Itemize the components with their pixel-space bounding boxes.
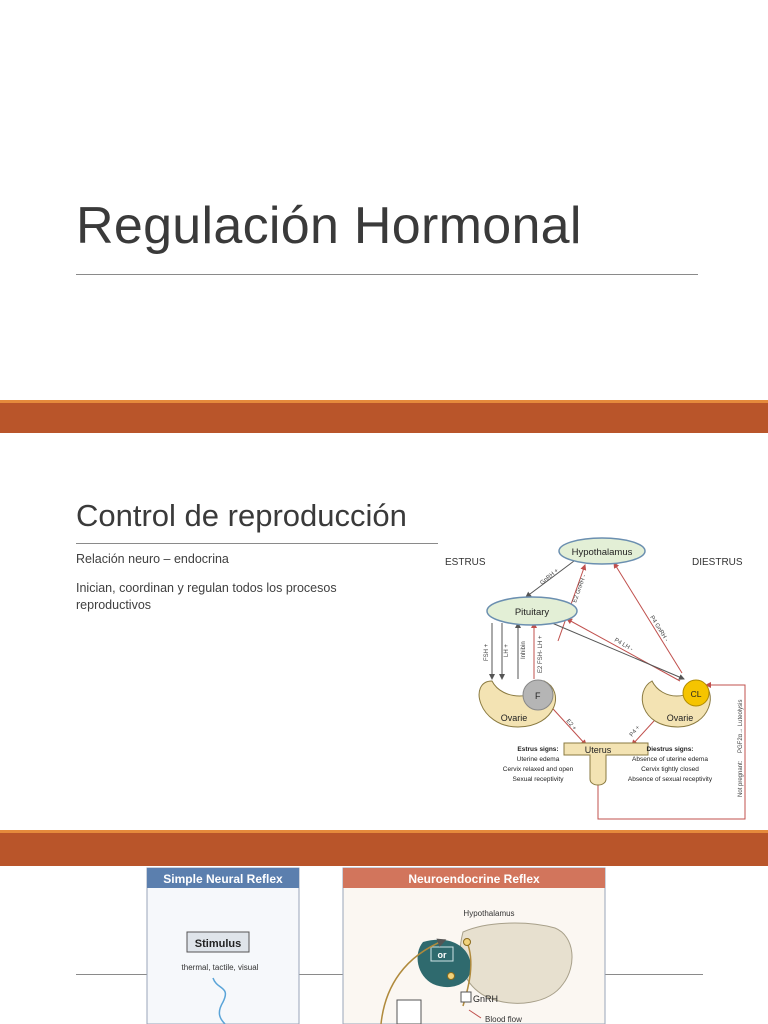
diestrus-sign-3: Absence of sexual receptivity [628,776,713,783]
pgf2a-label: PGF2α→ Luteolysis [738,700,744,754]
follicle-label: F [535,691,541,701]
slide-control-reproduccion: Control de reproducción Relación neuro –… [0,433,768,830]
neuron-2 [447,972,455,980]
bullet-2: Inician, coordinan y regulan todos los p… [76,581,337,612]
gnrh-arrow [525,560,575,598]
p4-gnrh-arrow [613,562,683,674]
slide2-heading-underline [76,543,438,544]
estrus-sign-3: Sexual receptivity [513,776,565,783]
e2-gnrh-label: E2 GnRH - [572,574,588,604]
corpus-luteum-node [682,679,710,707]
pgf2a-loop [597,682,746,820]
diestrus-signs-heading: Diestrus signs: [647,746,694,753]
reflex-diagram: Simple Neural Reflex Stimulus thermal, t… [146,867,606,1024]
or-label: or [438,950,447,960]
estrus-sign-1: Uterine edema [517,756,560,763]
p4-gnrh-label: P4 GnRH - [648,615,669,643]
gnrh-box [460,991,472,1003]
p4-lh-arrow [566,618,681,682]
e2-feedback-arrow [557,564,587,642]
hypothalamus-node [558,537,646,565]
uterus-shape [563,742,649,786]
reproduction-control-diagram: ESTRUS DIESTRUS Hypothalamus Pituitary F… [445,537,746,820]
gnrh-plus-label: GnRH + [539,568,560,587]
neuroendocrine-header [343,868,605,888]
not-pregnant-label: Not pregnant: [738,760,744,797]
slide-separator-2 [0,830,768,866]
blood-flow-arrow [468,1009,482,1019]
simple-reflex-title: Simple Neural Reflex [163,872,283,886]
or-box [430,946,454,962]
lh-cl-arrow [551,622,685,680]
neuron-1 [463,938,471,946]
diestrus-label: DIESTRUS [692,557,743,568]
neuroendocrine-title: Neuroendocrine Reflex [408,872,540,886]
neural-pathway [380,938,447,1024]
follicle-node [522,679,554,711]
right-ovarie-label: Ovarie [667,713,694,723]
diestrus-sign-2: Cervix tightly closed [641,766,699,773]
uterus-label: Uterus [585,745,612,755]
lh-label: LH + [504,644,510,657]
nerve-curve [212,977,227,1024]
bullet-1: Relación neuro – endocrina [76,552,229,566]
cl-label: CL [691,689,702,699]
fsh-label: FSH + [484,643,490,661]
stimulus-box [186,931,250,953]
diestrus-sign-1: Absence of uterine edema [632,756,708,763]
slide-reflex: Simple Neural Reflex Stimulus thermal, t… [0,866,768,1024]
slide-title: Regulación Hormonal [0,0,768,400]
slide2-heading: Control de reproducción [76,498,407,533]
hypothalamus-label: Hypothalamus [572,547,633,558]
estrus-label: ESTRUS [445,557,486,568]
neuro-hypothalamus-label: Hypothalamus [463,909,514,918]
blood-flow-label: Blood flow [485,1015,522,1024]
stimulus-label: Stimulus [195,938,241,950]
e2-fsh-lh-label: E2 FSH- LH + [538,635,544,673]
gnrh-label: GnRH [473,994,498,1004]
title-underline [76,274,698,275]
inhibin-label: Inhibin [521,641,527,659]
estrus-sign-2: Cervix relaxed and open [503,766,574,773]
e2-uterus-label: E2 + [564,718,577,732]
stimulus-types: thermal, tactile, visual [182,963,259,972]
pituitary-node [486,596,578,626]
pituitary-label: Pituitary [515,607,550,618]
pituitary-box [396,999,422,1024]
simple-reflex-header [147,868,299,888]
estrus-signs-heading: Estrus signs: [517,746,558,753]
left-ovarie-label: Ovarie [501,713,528,723]
slide-title-heading: Regulación Hormonal [76,197,582,255]
brain-shape [459,922,573,1004]
slide-separator-1 [0,400,768,433]
